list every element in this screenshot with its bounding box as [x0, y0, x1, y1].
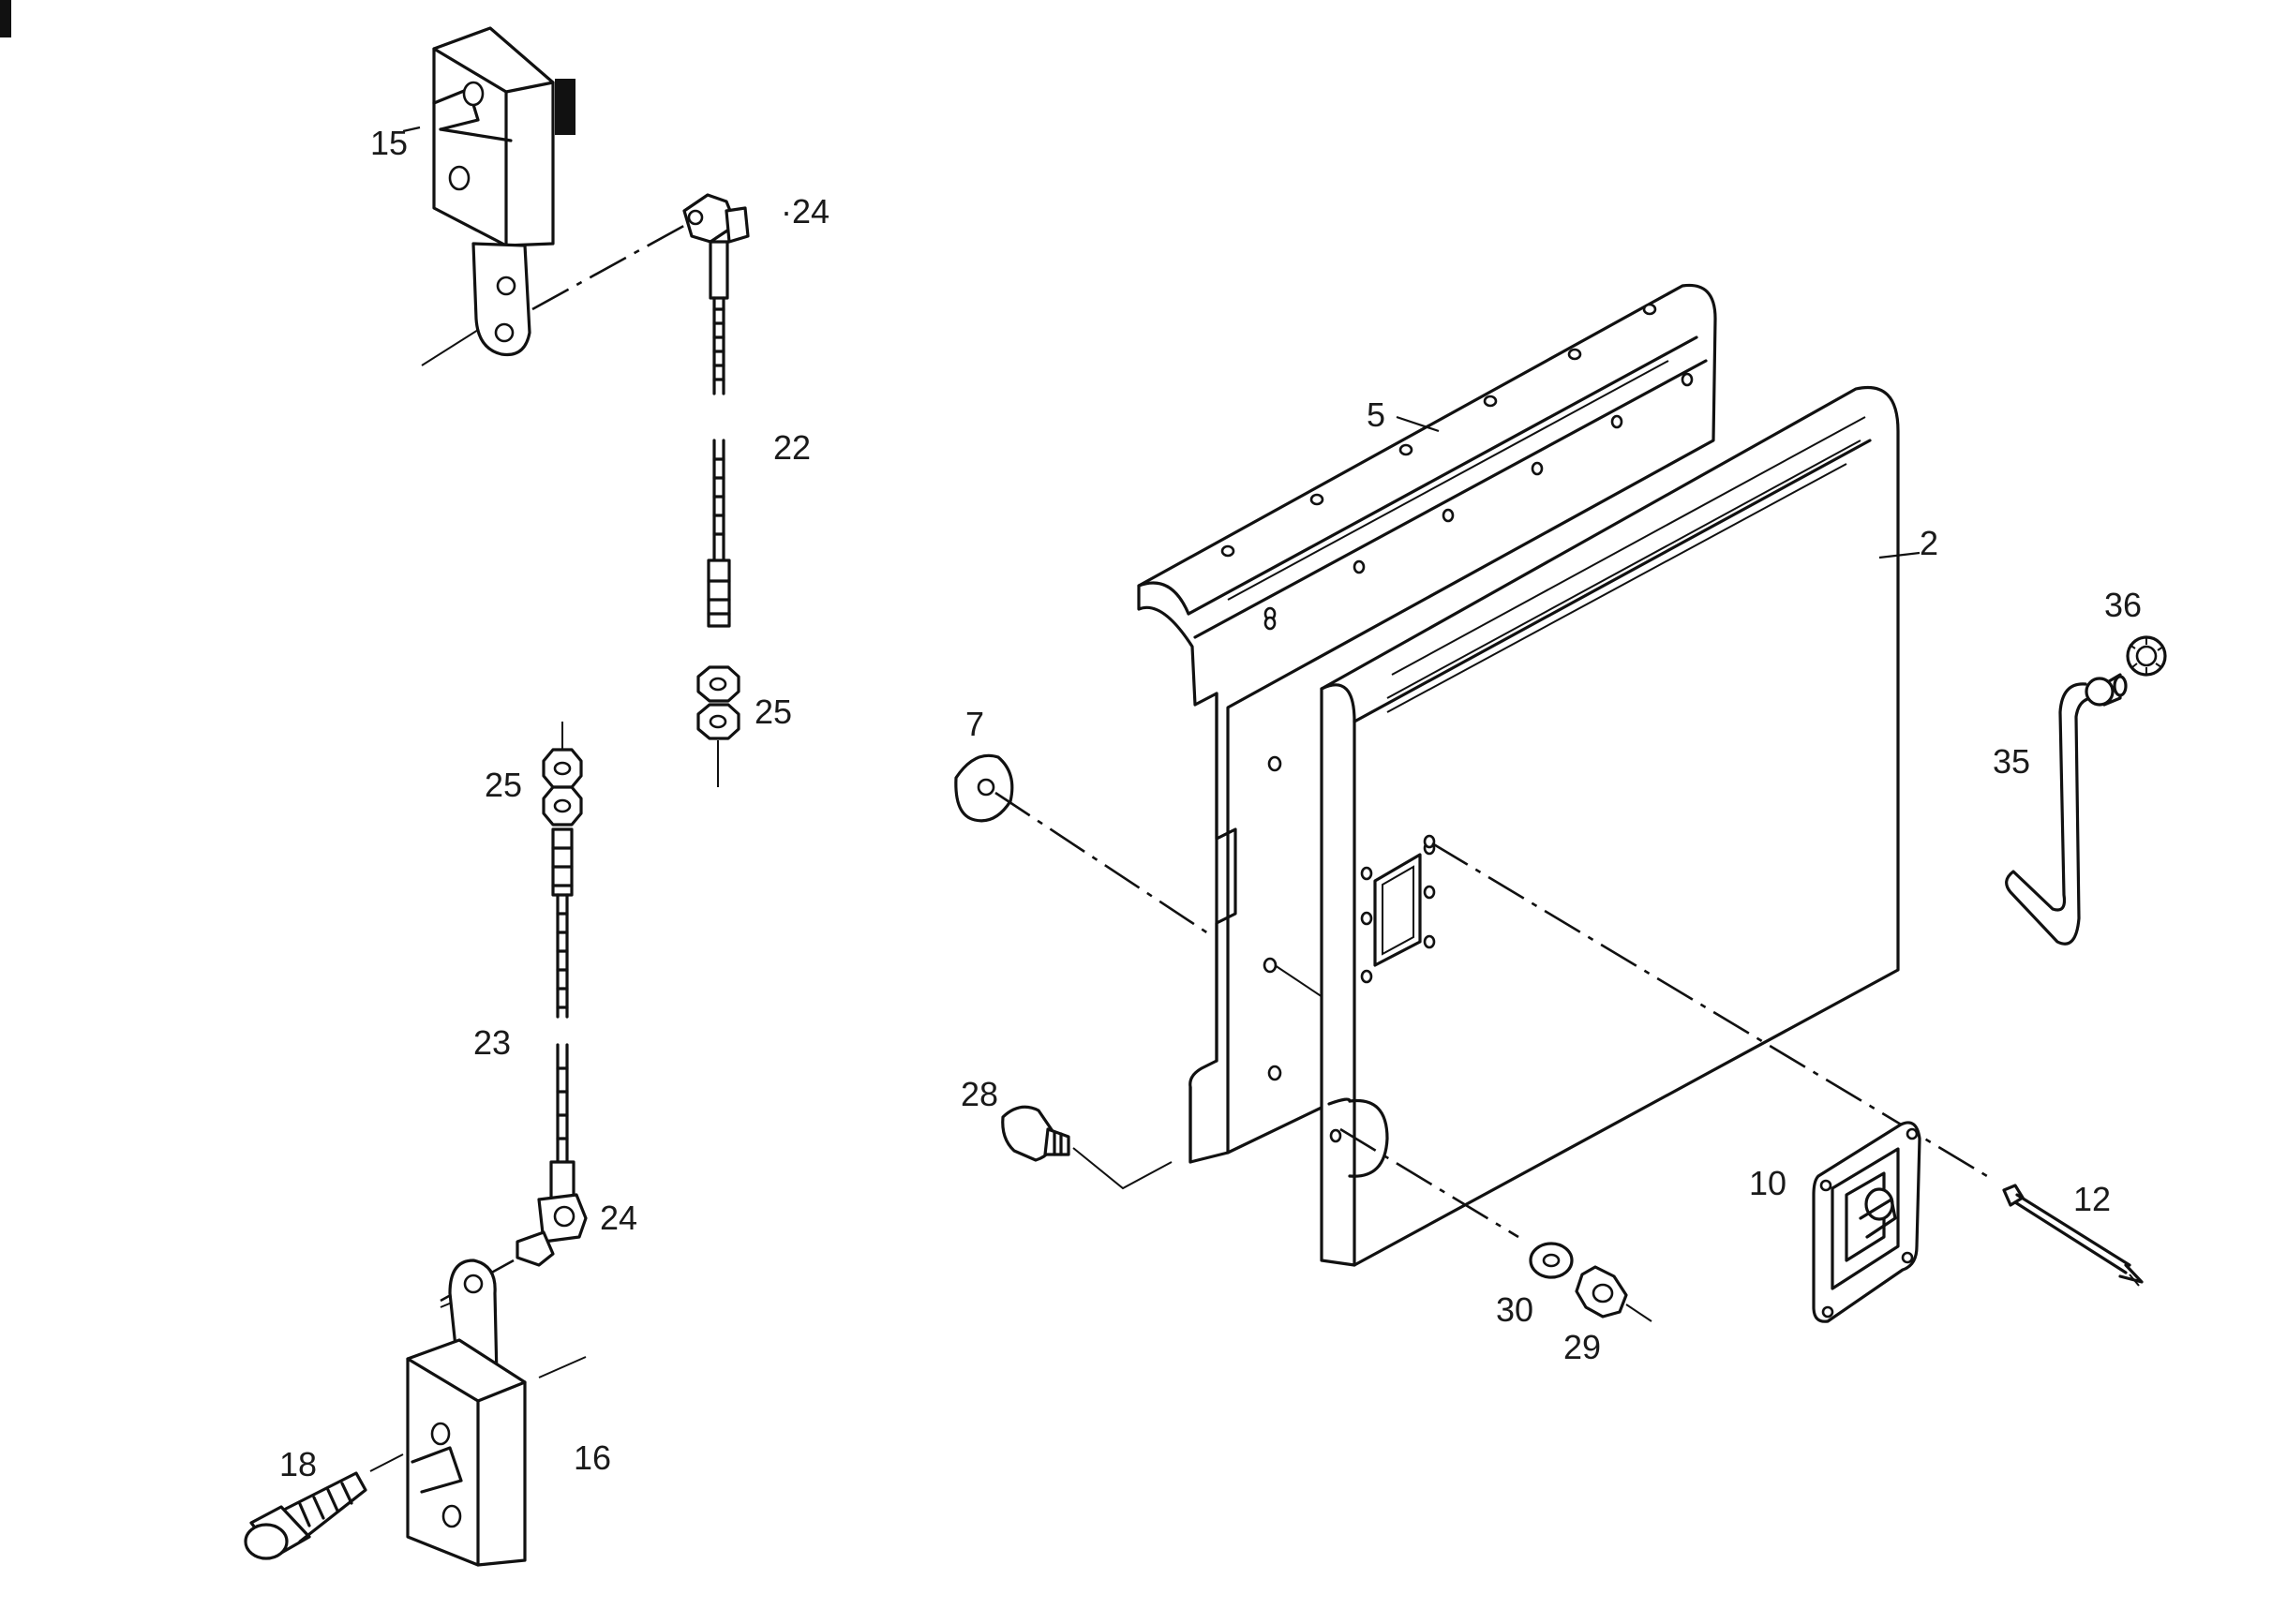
- part-23-lower-rod: [440, 722, 588, 1303]
- part-16-lower-latch: [244, 1259, 587, 1567]
- callout-30: 30: [1496, 1290, 1533, 1329]
- part-5-rear-panel: [1137, 283, 1717, 1164]
- callout-24-upper: ·24: [781, 192, 830, 231]
- part-7-washer: [954, 753, 1215, 939]
- callout-25-lower: 25: [485, 766, 522, 804]
- part-35-crank: [2005, 673, 2128, 946]
- callout-18: 18: [279, 1445, 317, 1483]
- part-36-toothed-washer: [2126, 635, 2167, 677]
- callout-12: 12: [2073, 1180, 2111, 1218]
- callout-24-lower: 24: [600, 1199, 637, 1237]
- callout-22: 22: [773, 428, 811, 467]
- callout-25-upper: 25: [755, 693, 792, 731]
- callout-23: 23: [473, 1023, 511, 1062]
- callout-28: 28: [961, 1075, 998, 1113]
- rear-panel-holes: [1220, 303, 1694, 1081]
- callout-36: 36: [2104, 586, 2142, 624]
- callout-10: 10: [1749, 1164, 1786, 1202]
- part-15-upper-latch: [421, 26, 690, 366]
- part-30-29-washer-nut: [1339, 1127, 1652, 1322]
- callout-16: 16: [574, 1438, 611, 1477]
- leader-lines: [402, 126, 1921, 559]
- part-2-front-panel: [1320, 386, 1988, 1267]
- callout-35: 35: [1993, 742, 2030, 781]
- part-10-recessed-handle: [1812, 1121, 1921, 1323]
- part-12-pin: [2002, 1184, 2144, 1287]
- callout-5: 5: [1367, 395, 1385, 434]
- callout-2: 2: [1920, 524, 1938, 562]
- part-28-bolt: [1001, 1105, 1173, 1190]
- callout-7: 7: [965, 705, 984, 743]
- callout-29: 29: [1563, 1328, 1601, 1366]
- callout-labels: 15 ·24 22 25 25 23 24 18 16 5 2 7 28 30 …: [279, 124, 2142, 1483]
- part-22-upper-rod: [682, 193, 750, 787]
- corner-mark: [0, 0, 11, 37]
- callout-15: 15: [370, 124, 408, 162]
